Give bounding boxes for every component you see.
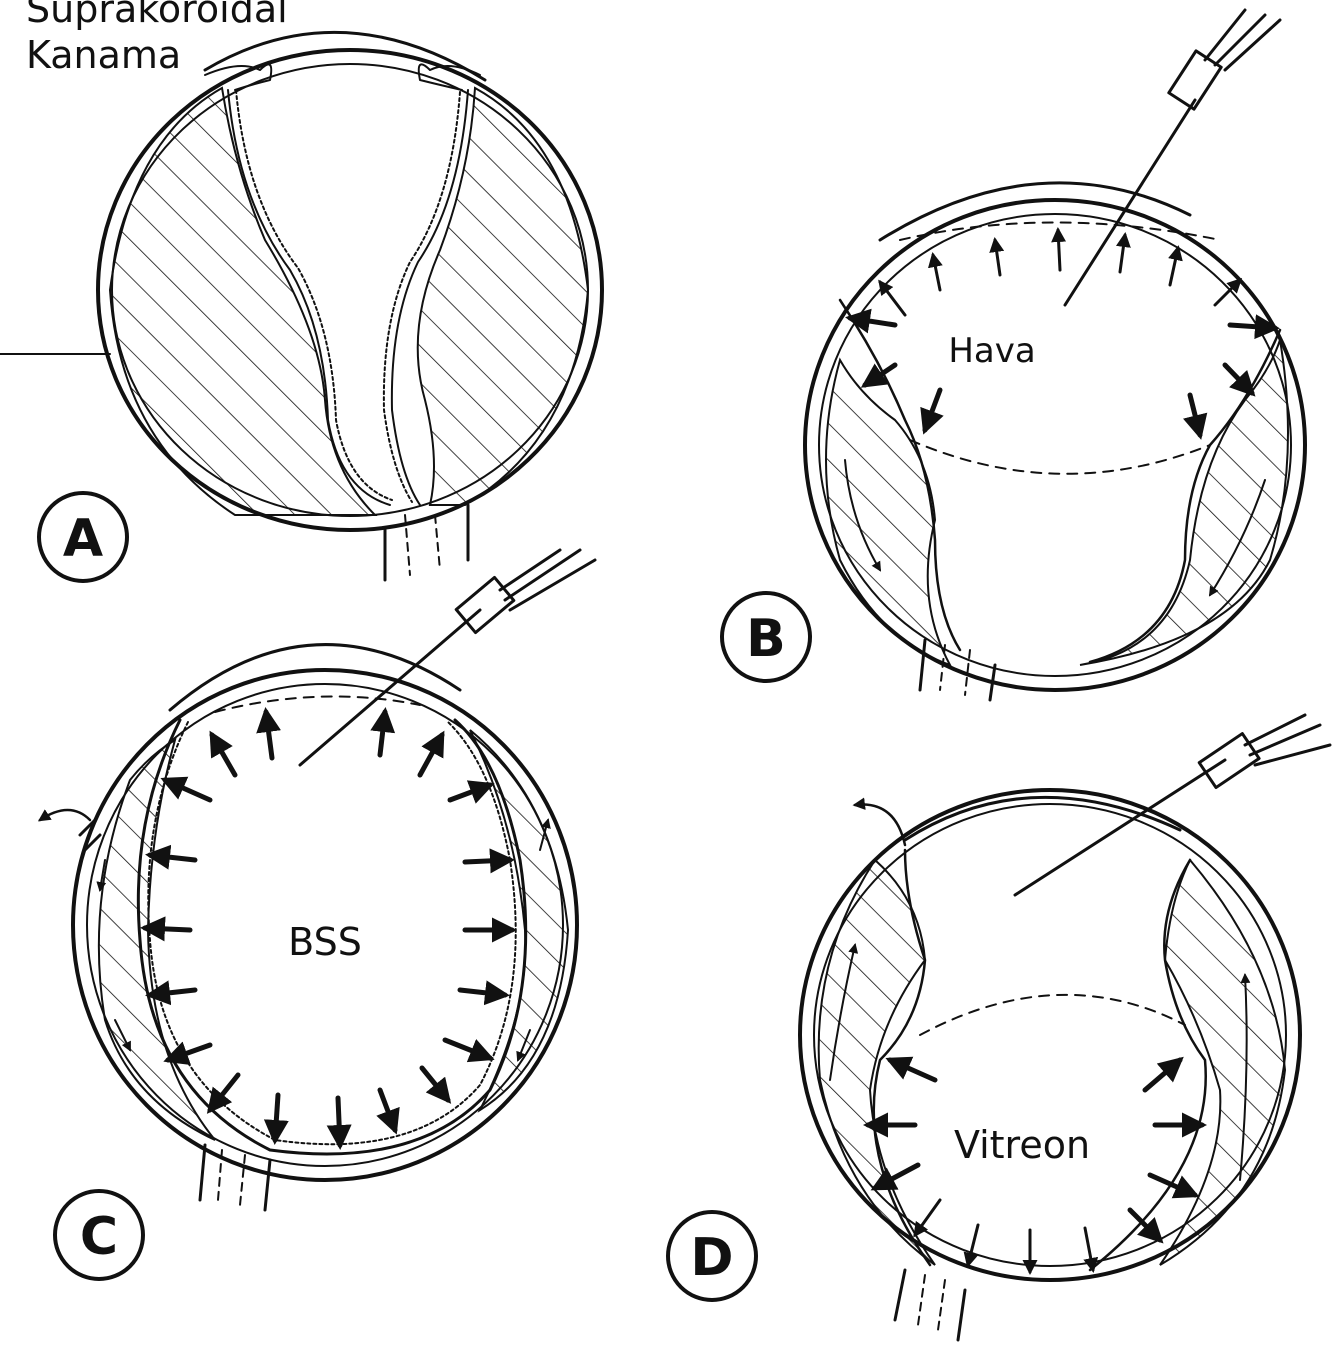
panel-letter-d: D bbox=[668, 1212, 756, 1300]
panel-d: Vitreon bbox=[800, 715, 1330, 1340]
panel-c-cornea bbox=[170, 645, 460, 710]
panel-b-arrows-open bbox=[880, 230, 1240, 315]
panel-letter-a: A bbox=[39, 493, 127, 581]
panel-c: BSS bbox=[40, 550, 595, 1210]
svg-text:D: D bbox=[690, 1228, 733, 1288]
panel-letter-b: B bbox=[722, 593, 810, 681]
svg-text:B: B bbox=[746, 609, 786, 669]
panel-d-hemorrhage-left bbox=[819, 860, 935, 1265]
panel-a-hemorrhage-right bbox=[418, 88, 588, 505]
svg-text:C: C bbox=[80, 1207, 118, 1267]
label-kanama: Kanama bbox=[26, 33, 181, 77]
panel-a-optic-nerve bbox=[385, 505, 468, 580]
panel-c-fluid-label: BSS bbox=[288, 920, 362, 964]
panel-b-fluid-label: Hava bbox=[948, 331, 1035, 371]
panel-c-optic-nerve bbox=[200, 1145, 270, 1210]
panel-a bbox=[0, 32, 602, 580]
svg-text:A: A bbox=[63, 509, 103, 569]
label-suprakoroidal: Suprakoroidal bbox=[26, 0, 288, 31]
panel-c-needle bbox=[300, 550, 595, 765]
panel-d-fluid-label: Vitreon bbox=[954, 1123, 1090, 1167]
panel-d-optic-nerve bbox=[895, 1270, 965, 1340]
panel-letter-c: C bbox=[55, 1191, 143, 1279]
panel-c-hemorrhage-left bbox=[99, 740, 215, 1140]
panel-b: Hava bbox=[805, 10, 1305, 700]
panel-b-needle bbox=[1065, 10, 1280, 305]
